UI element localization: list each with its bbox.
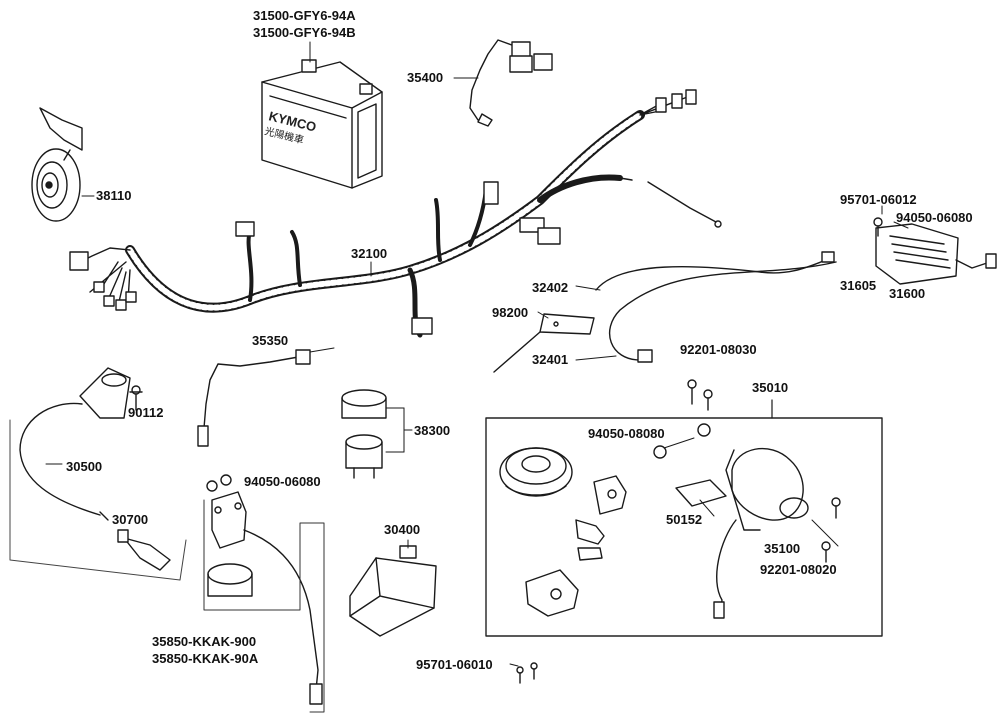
keys xyxy=(575,519,605,561)
part-label-battery-a: 31500-GFY6-94A xyxy=(253,8,356,23)
part-label-94050-06080-mid: 94050-06080 xyxy=(244,474,321,489)
part-label-31600: 31600 xyxy=(889,286,926,301)
part-label-30400: 30400 xyxy=(384,522,421,537)
part-label-94050-06080-top: 94050-06080 xyxy=(896,210,973,225)
relay-38300 xyxy=(341,389,387,479)
part-label-35350: 35350 xyxy=(252,333,289,348)
lead-wire xyxy=(647,181,722,228)
leader-lines xyxy=(45,41,909,667)
horn-38110 xyxy=(31,107,83,222)
connector-35400 xyxy=(469,39,553,127)
ignition-coil xyxy=(19,367,143,521)
part-label-92201-08030: 92201-08030 xyxy=(680,342,757,357)
part-label-94050-08080: 94050-08080 xyxy=(588,426,665,441)
part-label-38300: 38300 xyxy=(414,423,451,438)
part-label-35010: 35010 xyxy=(752,380,789,395)
part-label-32100: 32100 xyxy=(351,246,388,261)
part-label-38110: 38110 xyxy=(96,188,132,203)
part-label-50152: 50152 xyxy=(666,512,703,527)
part-label-35400: 35400 xyxy=(407,70,444,85)
sensor-35350 xyxy=(197,349,311,447)
fuse-holder-98200 xyxy=(493,313,595,373)
part-label-95701-06012: 95701-06012 xyxy=(840,192,917,207)
bolts xyxy=(516,379,841,684)
helmet-lock xyxy=(525,569,579,617)
wire-32401 xyxy=(609,261,837,363)
nuts xyxy=(206,423,711,492)
plug-cap-30700 xyxy=(117,529,171,571)
seat-lock xyxy=(593,475,627,515)
part-label-31605: 31605 xyxy=(840,278,877,293)
part-label-32401: 32401 xyxy=(532,352,569,367)
part-label-90112: 90112 xyxy=(128,405,164,420)
part-label-battery-b: 31500-GFY6-94B xyxy=(253,25,356,40)
part-label-35100: 35100 xyxy=(764,541,801,556)
part-label-32402: 32402 xyxy=(532,280,569,295)
part-label-30500: 30500 xyxy=(66,459,103,474)
part-label-30700: 30700 xyxy=(112,512,149,527)
regulator-31600 xyxy=(873,217,997,285)
part-label-92201-08020: 92201-08020 xyxy=(760,562,837,577)
battery xyxy=(261,59,383,189)
fuel-cap xyxy=(499,447,573,497)
ignition-switch-35100 xyxy=(713,447,809,619)
flasher-30400 xyxy=(349,545,437,637)
wire-32402 xyxy=(595,251,835,291)
bracket-50152 xyxy=(675,479,727,507)
harness-32100 xyxy=(69,89,697,338)
part-label-95701-06010: 95701-06010 xyxy=(416,657,493,672)
part-label-98200: 98200 xyxy=(492,305,529,320)
part-label-35850-kkak-900: 35850-KKAK-900 xyxy=(152,634,257,649)
starter-relay-35850 xyxy=(207,491,323,705)
part-label-35850-kkak-90a: 35850-KKAK-90A xyxy=(152,651,259,666)
